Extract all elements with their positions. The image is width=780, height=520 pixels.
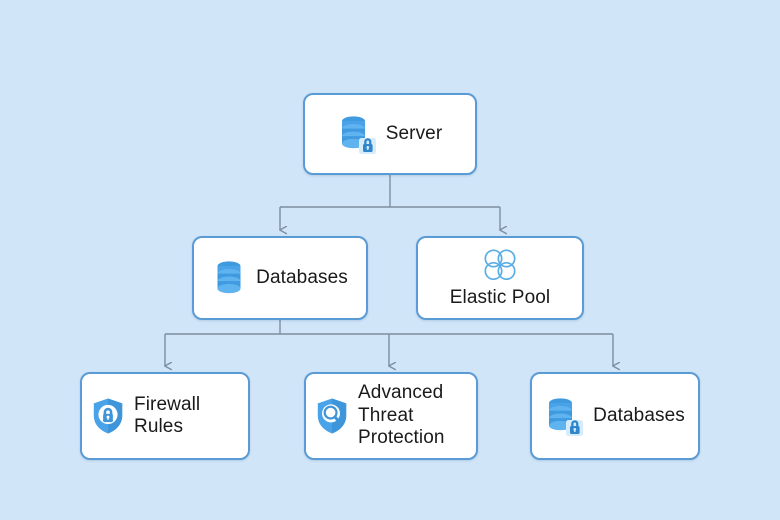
elastic-pool-icon: [480, 247, 520, 283]
node-label: Elastic Pool: [449, 286, 551, 308]
node-server[interactable]: Server: [303, 93, 477, 175]
database-icon: [212, 259, 246, 297]
shield-lock-icon: [92, 397, 124, 435]
database-lock-icon: [338, 114, 376, 154]
node-label: Advanced Threat Protection: [358, 382, 445, 449]
node-label: Databases: [593, 404, 685, 426]
node-databases-mid[interactable]: Databases: [192, 236, 368, 320]
shield-search-icon: [316, 397, 348, 435]
node-label: Firewall Rules: [134, 393, 201, 437]
node-firewall-rules[interactable]: Firewall Rules: [80, 372, 250, 460]
node-elastic-pool[interactable]: Elastic Pool: [416, 236, 584, 320]
node-databases-bottom[interactable]: Databases: [530, 372, 700, 460]
database-lock-icon: [545, 396, 584, 436]
node-label: Databases: [256, 266, 348, 288]
node-label: Server: [385, 122, 443, 144]
node-advanced-threat-protection[interactable]: Advanced Threat Protection: [304, 372, 478, 460]
